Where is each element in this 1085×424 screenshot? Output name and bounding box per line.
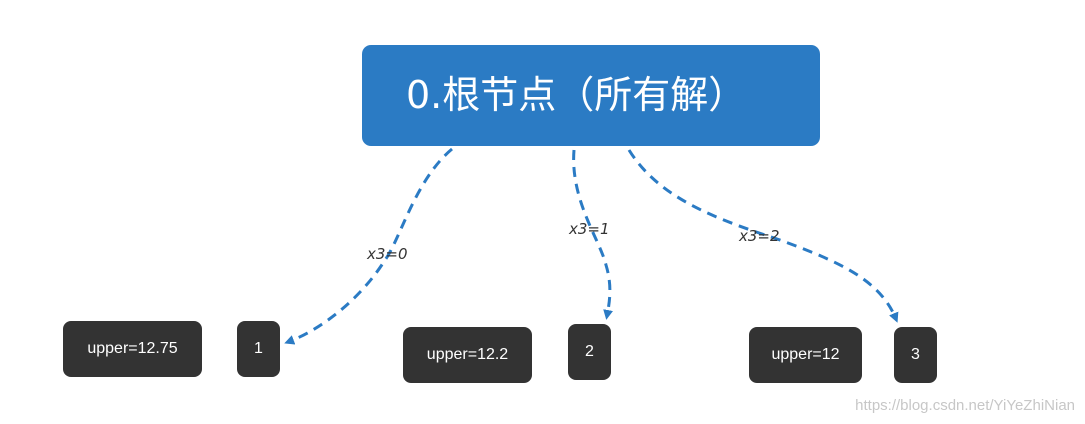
edge-root-to-1: [284, 147, 453, 345]
root-node-label: 0.根节点（所有解）: [406, 73, 747, 117]
edge-label-2: x3=1: [569, 220, 610, 238]
child-node-1: 1: [237, 321, 280, 377]
watermark: https://blog.csdn.net/YiYeZhiNian: [855, 397, 1075, 414]
child-node-2-label: 2: [585, 343, 594, 360]
child-node-1-label: 1: [254, 340, 263, 357]
child-node-3-label: 3: [911, 346, 920, 363]
bound-node-1: upper=12.75: [63, 321, 202, 377]
edge-label-3: x3=2: [739, 227, 780, 245]
root-node: 0.根节点（所有解）: [362, 45, 820, 146]
bound-label-2: upper=12.2: [426, 346, 509, 363]
edge-root-to-2: [572, 149, 614, 320]
child-node-3: 3: [894, 327, 937, 383]
bound-node-2: upper=12.2: [403, 327, 532, 383]
bound-node-3: upper=12: [749, 327, 862, 383]
edge-label-1: x3=0: [367, 245, 408, 263]
bound-label-1: upper=12.75: [87, 340, 178, 357]
bound-label-3: upper=12: [771, 346, 840, 363]
edge-root-to-3: [627, 149, 899, 323]
child-node-2: 2: [568, 324, 611, 380]
